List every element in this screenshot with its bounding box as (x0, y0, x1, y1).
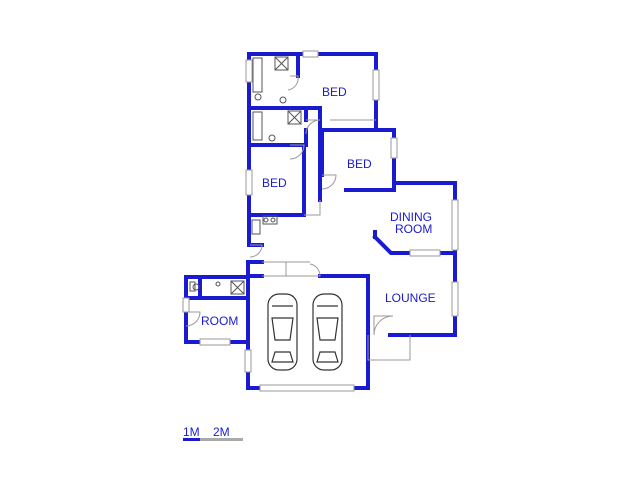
room-label-dining-line2: ROOM (395, 222, 432, 236)
scale-bar-light (200, 438, 243, 441)
car-1 (267, 293, 298, 371)
room-label-bed-middle: BED (347, 157, 372, 171)
doors (185, 75, 411, 361)
scale-bar-dark (183, 438, 200, 441)
scale-label-2m: 2M (213, 425, 230, 439)
room-label-dining-line1: DINING (390, 210, 432, 224)
room-label-room: ROOM (201, 314, 238, 328)
scale-bar: 1M 2M (183, 425, 243, 441)
room-label-bed-top: BED (322, 85, 347, 99)
windows (182, 50, 459, 392)
room-label-bed-left: BED (262, 176, 287, 190)
fixtures (189, 56, 302, 295)
car-2 (312, 293, 343, 371)
scale-label-1m: 1M (183, 425, 200, 439)
room-label-lounge: LOUNGE (385, 291, 436, 305)
